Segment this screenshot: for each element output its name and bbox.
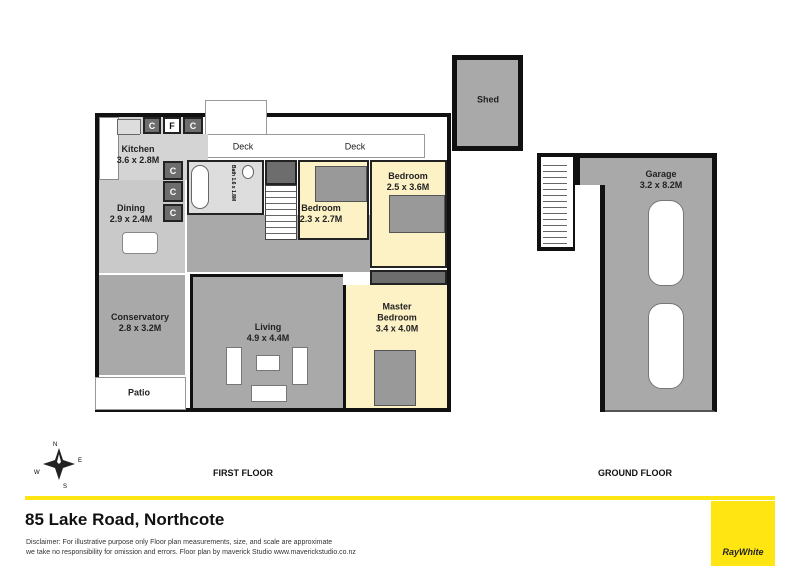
footer-divider bbox=[25, 496, 775, 500]
compass-n: N bbox=[53, 442, 57, 448]
disclaimer-line: we take no responsibility for omission a… bbox=[26, 549, 356, 556]
garage-cut bbox=[575, 185, 605, 412]
sofa-icon bbox=[292, 347, 308, 385]
sofa-icon bbox=[226, 347, 242, 385]
disclaimer-line: Disclaimer: For illustrative purpose onl… bbox=[26, 539, 333, 546]
stairs bbox=[543, 160, 567, 245]
deck-area-2 bbox=[205, 134, 425, 158]
sofa-icon bbox=[251, 385, 287, 402]
toilet-icon bbox=[242, 165, 254, 179]
cabinet: C bbox=[143, 117, 161, 134]
compass-w: W bbox=[34, 470, 40, 476]
deck-area bbox=[205, 100, 267, 138]
stove-icon bbox=[117, 119, 141, 135]
first-floor-title: FIRST FLOOR bbox=[213, 468, 273, 478]
bed-icon bbox=[374, 350, 416, 406]
cabinet: C bbox=[163, 181, 183, 202]
closet bbox=[265, 160, 297, 185]
patio-label: Patio bbox=[127, 387, 151, 398]
fridge: F bbox=[163, 117, 181, 134]
bath-label: Bath 1.6 x 1.8M bbox=[230, 164, 237, 202]
wardrobe bbox=[370, 270, 447, 285]
shed bbox=[452, 55, 523, 151]
property-address: 85 Lake Road, Northcote bbox=[25, 510, 225, 529]
conservatory-room bbox=[99, 275, 185, 375]
patio-area bbox=[95, 377, 186, 410]
compass-s: S bbox=[63, 484, 67, 488]
deck-label: Deck bbox=[232, 141, 254, 152]
shed-label: Shed bbox=[476, 94, 500, 105]
bed-icon bbox=[389, 195, 445, 233]
compass-e: E bbox=[78, 458, 82, 464]
stairs bbox=[265, 185, 297, 240]
cabinet: C bbox=[163, 161, 183, 180]
coffee-table bbox=[256, 355, 280, 371]
deck-label: Deck bbox=[344, 141, 366, 152]
disclaimer: Disclaimer: For illustrative purpose onl… bbox=[26, 538, 356, 558]
kitchen-counter bbox=[99, 117, 119, 180]
dining-table bbox=[122, 232, 158, 254]
cabinet: C bbox=[163, 204, 183, 222]
compass-icon: N E S W bbox=[34, 442, 82, 488]
car-icon bbox=[648, 200, 684, 286]
bathtub-icon bbox=[191, 165, 209, 209]
bed-icon bbox=[315, 166, 367, 202]
cabinet: C bbox=[183, 117, 203, 134]
ground-floor-title: GROUND FLOOR bbox=[598, 468, 672, 478]
car-icon bbox=[648, 303, 684, 389]
raywhite-logo: RayWhite bbox=[711, 501, 775, 566]
